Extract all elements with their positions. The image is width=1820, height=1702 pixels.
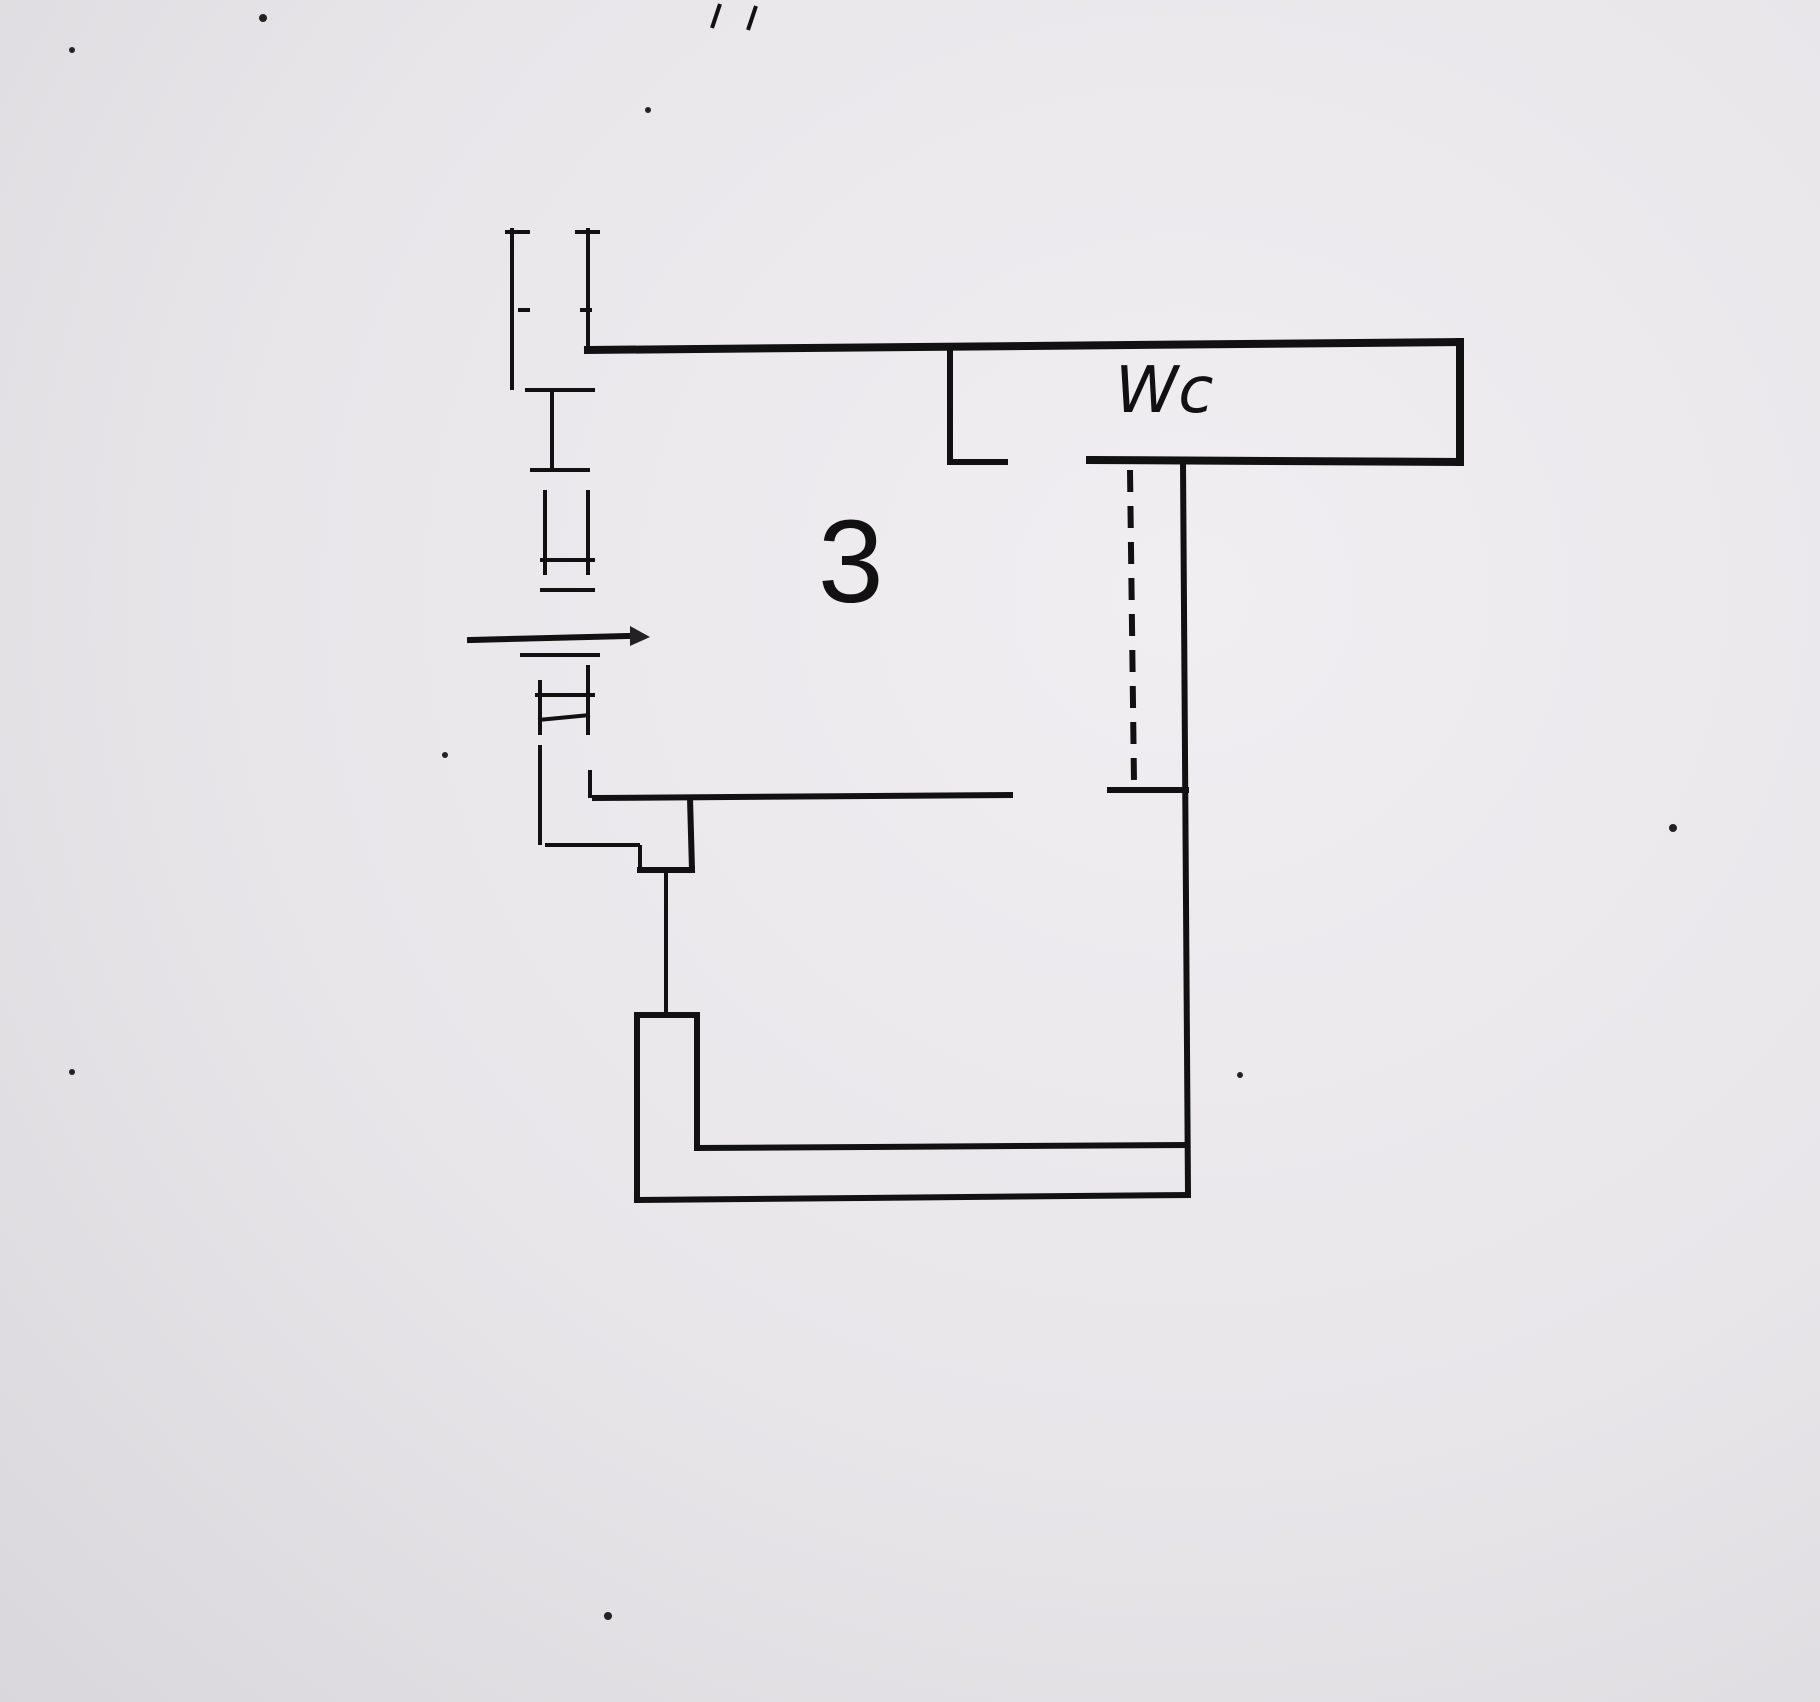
- print-specks: [69, 3, 1677, 1620]
- middle-partition: [545, 791, 1014, 874]
- lower-left-column: [634, 870, 700, 1203]
- wc-label: Wc: [1115, 354, 1213, 428]
- bottom-walls: [633, 1141, 1192, 1204]
- left-window-symbols: [466, 228, 650, 845]
- room-number: 3: [818, 496, 884, 628]
- right-wall: [1107, 458, 1192, 1199]
- top-wall: [583, 337, 1465, 467]
